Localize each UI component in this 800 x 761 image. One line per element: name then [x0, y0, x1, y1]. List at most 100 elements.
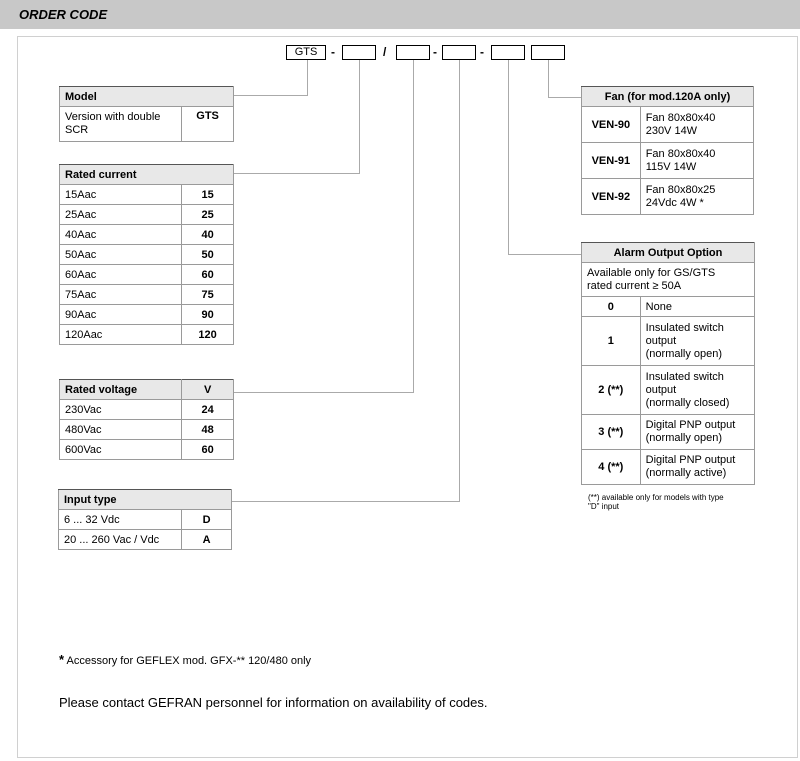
fan-desc-line: Fan 80x80x40 — [645, 147, 716, 160]
connector-line — [359, 60, 360, 173]
voltage-label: 230Vac — [58, 399, 183, 420]
voltage-label: 480Vac — [58, 419, 183, 440]
fan-code: VEN-92 — [581, 178, 641, 215]
section-header: ORDER CODE — [0, 0, 800, 29]
alarm-desc-line: Insulated switch — [645, 370, 724, 383]
code-box-fan — [531, 45, 565, 60]
alarm-footnote-line: "D" input — [588, 502, 620, 511]
alarm-desc-line: None — [639, 296, 756, 317]
current-code: 15 — [181, 184, 234, 205]
model-table: Model Version with double SCR GTS — [58, 86, 234, 142]
current-code: 75 — [181, 284, 234, 305]
current-label: 60Aac — [58, 264, 183, 285]
accessory-text: Accessory for GEFLEX mod. GFX-** 120/480… — [66, 655, 312, 667]
voltage-code: 60 — [181, 439, 234, 460]
alarm-desc-line: output — [645, 334, 677, 347]
alarm-code: 1 — [581, 316, 641, 366]
input-code: D — [181, 509, 232, 530]
code-separator: - — [480, 45, 484, 59]
connector-line — [548, 60, 549, 97]
current-label: 120Aac — [58, 324, 183, 345]
section-title: ORDER CODE — [19, 7, 108, 22]
model-label: Version with double SCR — [58, 106, 183, 142]
current-label: 50Aac — [58, 244, 183, 265]
rated-current-title: Rated current — [59, 164, 234, 185]
fan-code: VEN-91 — [581, 142, 641, 179]
current-label: 40Aac — [58, 224, 183, 245]
fan-table: Fan (for mod.120A only) VEN-90 Fan 80x80… — [581, 86, 755, 215]
model-code: GTS — [181, 106, 234, 142]
alarm-desc-line: (normally active) — [645, 467, 727, 479]
current-label: 25Aac — [58, 204, 183, 225]
alarm-code: 3 (**) — [581, 414, 641, 450]
contact-note: Please contact GEFRAN personnel for info… — [59, 695, 488, 710]
alarm-desc-line: Digital PNP output — [645, 454, 736, 466]
current-label: 15Aac — [58, 184, 183, 205]
alarm-desc-line: (normally open) — [645, 347, 723, 360]
input-code: A — [181, 529, 232, 550]
code-separator: / — [383, 45, 387, 59]
code-box-voltage — [396, 45, 430, 60]
connector-line — [233, 173, 360, 174]
alarm-desc-line: Digital PNP output — [645, 419, 736, 431]
asterisk-mark: * — [59, 652, 65, 667]
rated-voltage-title: Rated voltage — [58, 379, 183, 400]
fan-desc-line: Fan 80x80x25 — [645, 183, 716, 196]
fan-desc-line: 115V 14W — [645, 160, 697, 173]
code-box-input — [442, 45, 476, 60]
current-code: 120 — [181, 324, 234, 345]
connector-line — [307, 60, 308, 95]
code-box-alarm — [491, 45, 525, 60]
connector-line — [548, 97, 581, 98]
fan-code: VEN-90 — [581, 106, 641, 143]
alarm-code: 0 — [581, 296, 641, 317]
connector-line — [508, 254, 581, 255]
accessory-note: * Accessory for GEFLEX mod. GFX-** 120/4… — [59, 652, 311, 667]
input-label: 6 ... 32 Vdc — [57, 509, 183, 530]
voltage-code: 48 — [181, 419, 234, 440]
alarm-desc-line: (normally closed) — [645, 396, 730, 409]
content-frame — [17, 36, 798, 758]
current-code: 90 — [181, 304, 234, 325]
current-label: 90Aac — [58, 304, 183, 325]
alarm-subtitle: Available only for GS/GTS — [587, 266, 716, 279]
fan-table-title: Fan (for mod.120A only) — [581, 86, 754, 107]
fan-desc-line: 230V 14W — [645, 124, 698, 137]
fan-desc-line: 24Vdc 4W * — [645, 196, 704, 209]
code-separator: - — [433, 45, 437, 59]
current-code: 60 — [181, 264, 234, 285]
connector-line — [459, 60, 460, 501]
alarm-output-table: Alarm Output Option Available only for G… — [581, 242, 756, 485]
current-label: 75Aac — [58, 284, 183, 305]
input-label: 20 ... 260 Vac / Vdc — [57, 529, 183, 550]
alarm-desc-line: output — [645, 383, 677, 396]
alarm-footnote-line: (**) available only for models with type — [588, 493, 724, 502]
connector-line — [231, 501, 460, 502]
connector-line — [413, 60, 414, 392]
alarm-desc-line: Insulated switch — [645, 321, 724, 334]
voltage-label: 600Vac — [58, 439, 183, 460]
current-code: 50 — [181, 244, 234, 265]
fan-desc-line: Fan 80x80x40 — [645, 111, 716, 124]
model-table-title: Model — [59, 86, 234, 107]
current-code: 25 — [181, 204, 234, 225]
alarm-code: 4 (**) — [581, 449, 641, 485]
connector-line — [233, 392, 414, 393]
code-separator: - — [331, 45, 335, 59]
rated-voltage-title-code: V — [181, 379, 234, 400]
alarm-code: 2 (**) — [581, 365, 641, 415]
voltage-code: 24 — [181, 399, 234, 420]
alarm-footnote: (**) available only for models with type… — [588, 493, 724, 511]
alarm-subtitle: rated current ≥ 50A — [587, 279, 682, 292]
current-code: 40 — [181, 224, 234, 245]
connector-line — [508, 60, 509, 254]
input-type-title: Input type — [58, 489, 232, 510]
alarm-output-title: Alarm Output Option — [581, 242, 755, 263]
connector-line — [233, 95, 308, 96]
alarm-desc-line: (normally open) — [645, 432, 723, 444]
code-box-current — [342, 45, 376, 60]
code-box-model: GTS — [286, 45, 326, 60]
